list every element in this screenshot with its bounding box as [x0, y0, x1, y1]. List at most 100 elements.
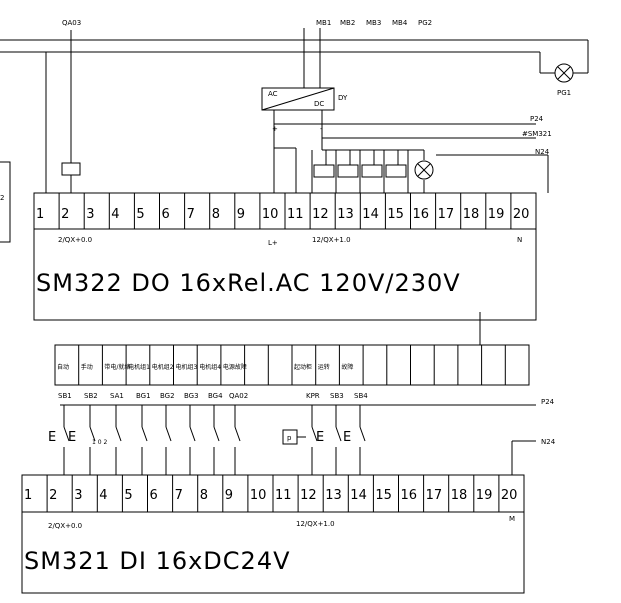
label-psu-ac: AC — [268, 90, 278, 98]
di-module-title: SM321 DI 16xDC24V — [24, 547, 291, 575]
di-terminal: 17 — [426, 488, 443, 503]
di-input-label: SA1 — [110, 392, 124, 400]
psu-box — [261, 87, 335, 111]
di-terminal: 13 — [325, 488, 342, 503]
di-input-label: QA02 — [229, 392, 248, 400]
strip-cell-label: 电源故障 — [223, 363, 247, 371]
do-terminal: 13 — [337, 207, 354, 222]
selector-switch-label: 1 0 2 — [92, 439, 107, 446]
label-mb2: MB2 — [340, 19, 355, 27]
label-psu-dc: DC — [314, 100, 324, 108]
di-input-label: SB2 — [84, 392, 98, 400]
pressure-sensor-symbol: p — [287, 434, 292, 442]
do-terminal: 16 — [413, 207, 430, 222]
mb-coil-group — [313, 164, 407, 178]
actuator-symbol: E — [68, 430, 76, 445]
di-label-m: M — [509, 515, 515, 523]
di-label-left: 2/QX+0.0 — [48, 522, 82, 530]
strip-cell-label: 电机组3 — [176, 363, 198, 371]
do-terminal: 4 — [111, 207, 119, 222]
do-label-n: N — [517, 236, 522, 244]
strip-cell-label: 故障 — [341, 363, 353, 371]
do-terminal: 3 — [86, 207, 94, 222]
do-terminal: 7 — [187, 207, 195, 222]
di-terminal: 18 — [451, 488, 468, 503]
do-terminal: 14 — [362, 207, 379, 222]
di-input-label: SB1 — [58, 392, 72, 400]
label-mb3: MB3 — [366, 19, 381, 27]
di-input-label: KPR — [306, 392, 320, 400]
actuator-symbol: E — [316, 430, 324, 445]
pg2-lamp-symbol — [414, 160, 434, 180]
label-psu-plus: + — [272, 125, 278, 133]
di-input-label: SB3 — [330, 392, 344, 400]
do-terminal: 19 — [488, 207, 505, 222]
label-mb1: MB1 — [316, 19, 331, 27]
di-terminal: 19 — [476, 488, 493, 503]
label-pg1: PG1 — [557, 89, 571, 97]
di-input-label: BG1 — [136, 392, 151, 400]
strip-cell-label: 电机组2 — [152, 363, 174, 371]
di-input-label: SB4 — [354, 392, 368, 400]
do-label-right: 12/QX+1.0 — [312, 236, 351, 244]
qa03-coil — [61, 162, 81, 176]
di-terminal: 15 — [375, 488, 392, 503]
do-terminal: 2 — [61, 207, 69, 222]
strip-cell-label: 运转 — [318, 363, 330, 371]
di-terminal: 20 — [501, 488, 518, 503]
label-psu-name: DY — [338, 94, 348, 102]
do-terminal: 12 — [312, 207, 329, 222]
label-pg2: PG2 — [418, 19, 432, 27]
pg1-lamp-symbol — [554, 63, 574, 83]
di-label-right: 12/QX+1.0 — [296, 520, 335, 528]
label-mb4: MB4 — [392, 19, 408, 27]
do-terminal: 20 — [513, 207, 530, 222]
strip-cell-label: 电机组1 — [128, 363, 150, 371]
label-psu-minus: - — [320, 125, 323, 133]
do-terminal: 15 — [387, 207, 404, 222]
di-terminal: 9 — [225, 488, 233, 503]
di-terminal: 4 — [99, 488, 107, 503]
do-label-lplus: L+ — [268, 239, 278, 247]
do-label-left: 2/QX+0.0 — [58, 236, 92, 244]
label-left-edge: 2 — [0, 194, 4, 202]
di-terminal: 12 — [300, 488, 317, 503]
do-module-title: SM322 DO 16xRel.AC 120V/230V — [36, 269, 461, 297]
di-terminal: 7 — [175, 488, 183, 503]
di-input-label: BG4 — [208, 392, 223, 400]
strip-cell-label: 自动 — [57, 363, 69, 371]
di-terminal: 2 — [49, 488, 57, 503]
do-terminal: 5 — [136, 207, 144, 222]
di-terminal: 1 — [24, 488, 32, 503]
do-terminal: 6 — [162, 207, 170, 222]
label-p24-di: P24 — [541, 398, 555, 406]
strip-cell-label: 起动柜 — [294, 363, 312, 371]
di-terminal: 14 — [350, 488, 367, 503]
top-wiring — [0, 28, 589, 243]
label-n24-top: N24 — [535, 148, 550, 156]
di-terminal: 8 — [200, 488, 208, 503]
di-input-label: BG2 — [160, 392, 175, 400]
actuator-symbol: E — [48, 430, 56, 445]
di-terminal: 16 — [401, 488, 418, 503]
left-edge-box — [0, 161, 11, 243]
do-terminal: 9 — [237, 207, 245, 222]
di-terminal: 6 — [150, 488, 158, 503]
di-terminal: 10 — [250, 488, 267, 503]
do-terminal: 18 — [463, 207, 480, 222]
do-terminal: 1 — [36, 207, 44, 222]
top-labels: QA03 MB1 MB2 MB3 MB4 PG2 PG1 AC DC DY + … — [0, 19, 571, 202]
do-terminal: 17 — [438, 207, 455, 222]
do-terminal: 10 — [262, 207, 279, 222]
strip-cell-label: 手动 — [81, 363, 93, 371]
label-sm321-ref: #SM321 — [522, 130, 552, 138]
di-terminal: 5 — [124, 488, 132, 503]
